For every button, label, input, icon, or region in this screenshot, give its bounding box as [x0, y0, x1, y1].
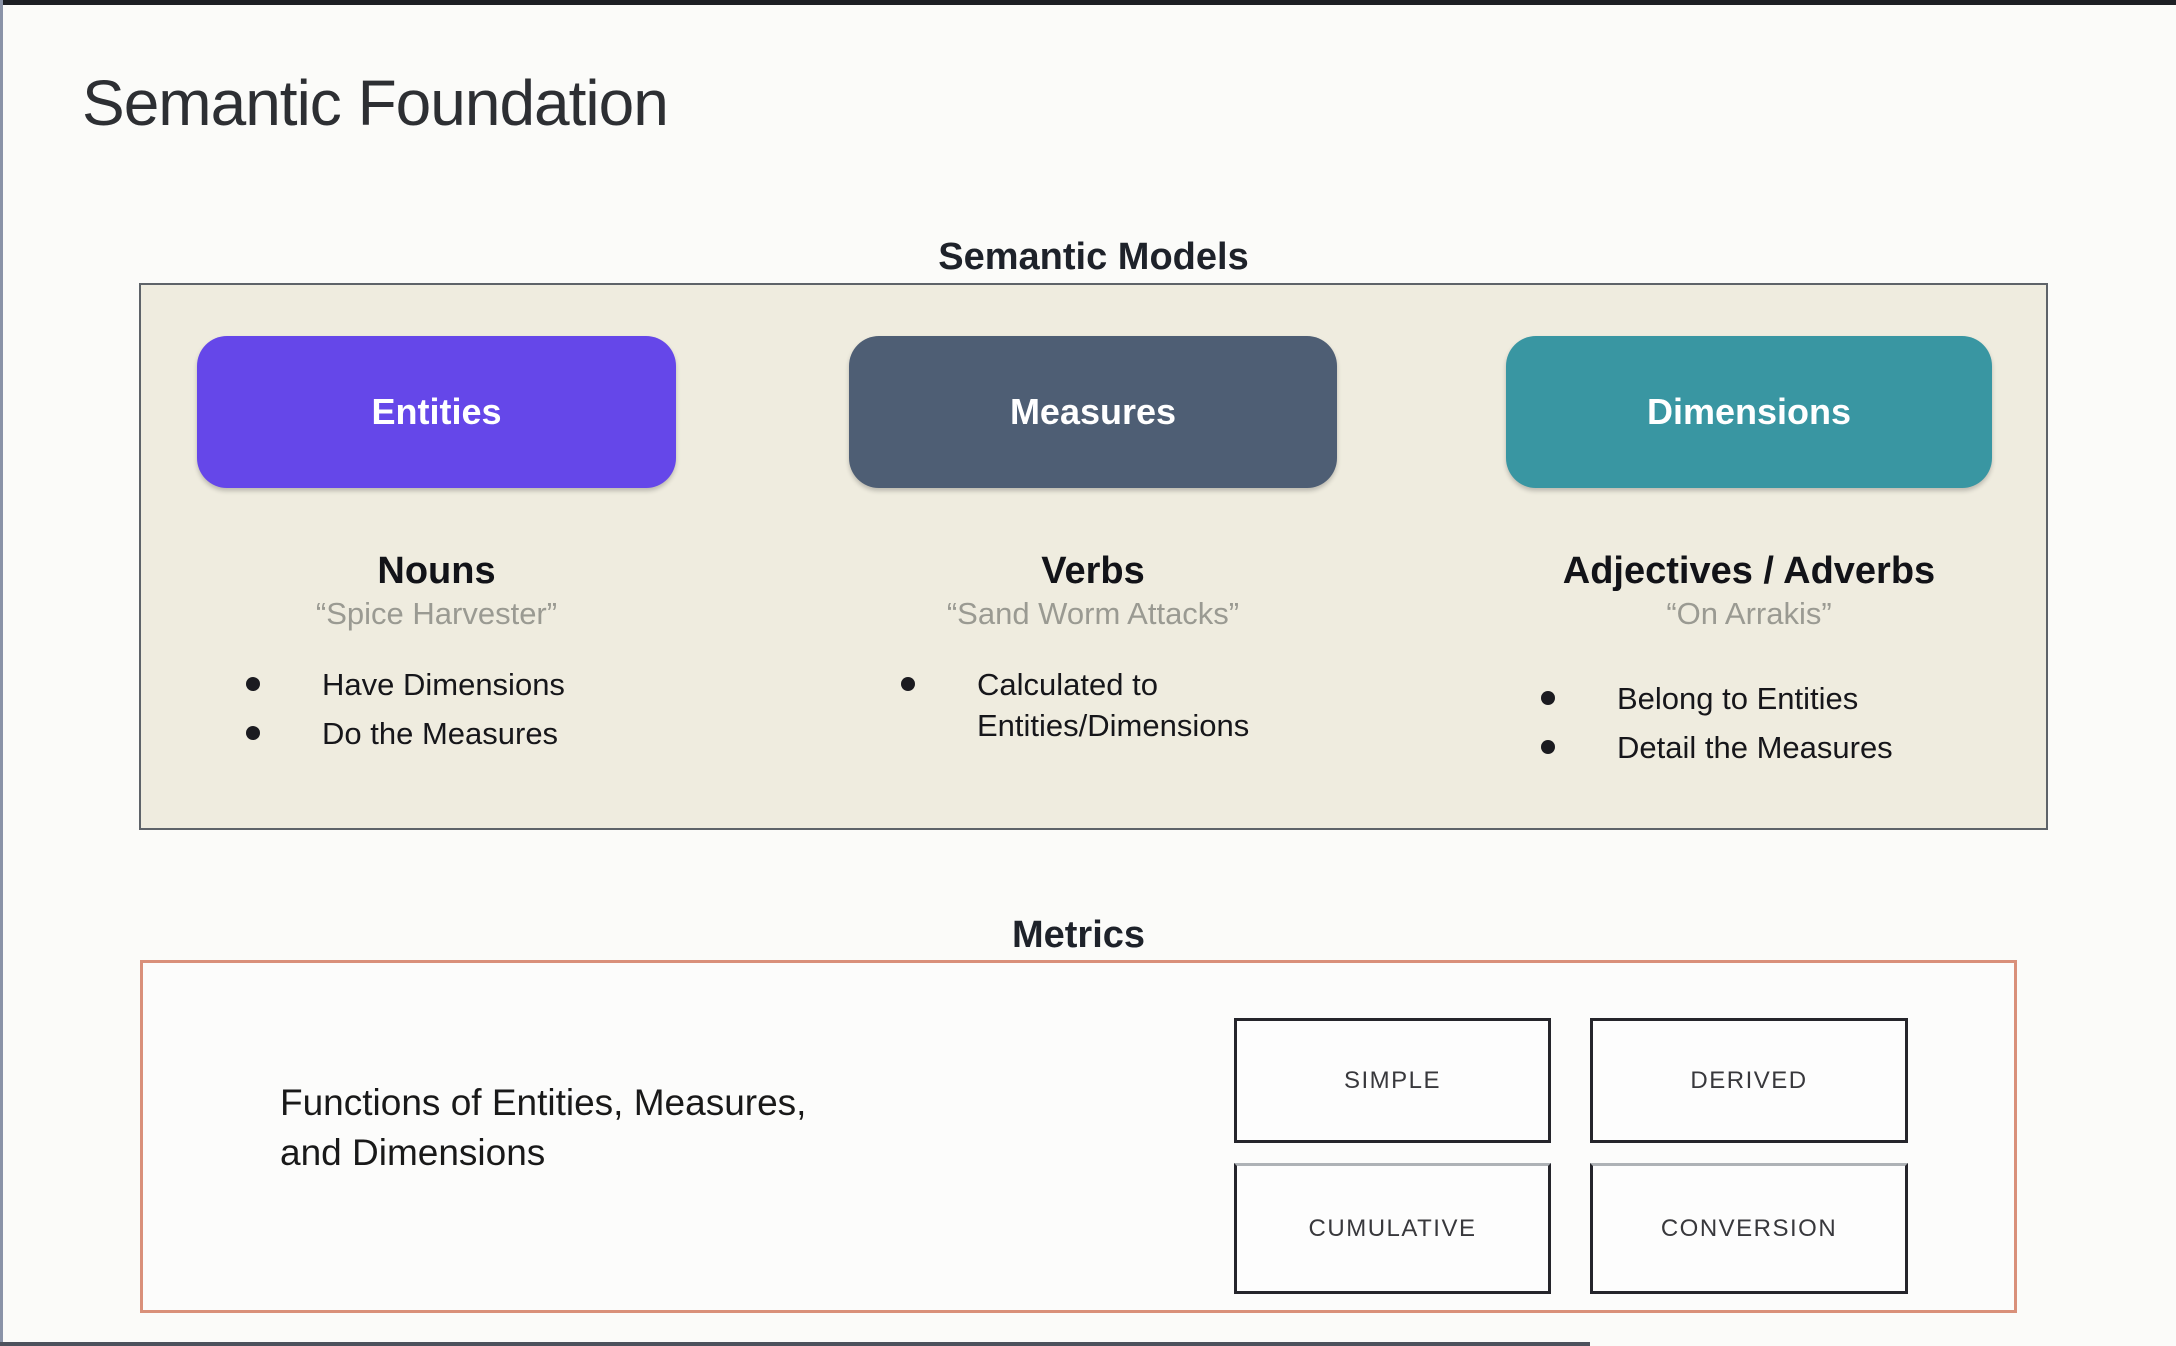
bullet-dot-icon — [246, 677, 260, 691]
dimensions-role: Adjectives / Adverbs — [1562, 550, 1936, 592]
entities-example: “Spice Harvester” — [315, 596, 558, 631]
left-edge-line — [0, 0, 3, 1346]
entities-role: Nouns — [377, 550, 496, 592]
dimensions-pill: Dimensions — [1506, 336, 1992, 488]
bullet-text: Belong to Entities — [1617, 681, 1859, 716]
bullet-item: Do the Measures — [246, 713, 565, 754]
metrics-heading: Metrics — [1011, 914, 1146, 956]
entities-bullet-list: Have Dimensions Do the Measures — [246, 664, 565, 754]
bottom-edge-bar — [0, 1342, 1590, 1346]
bullet-item: Calculated to Entities/Dimensions — [901, 664, 1277, 746]
measures-role-block: Verbs “Sand Worm Attacks” — [849, 548, 1337, 634]
dimensions-pill-label: Dimensions — [1646, 391, 1852, 432]
metric-type-cumulative: CUMULATIVE — [1234, 1163, 1551, 1294]
measures-pill-label: Measures — [1009, 391, 1177, 432]
dimensions-example: “On Arrakis” — [1666, 596, 1832, 631]
bullet-text: Detail the Measures — [1617, 730, 1893, 765]
metrics-description-line1: Functions of Entities, Measures, — [280, 1082, 807, 1123]
bullet-dot-icon — [901, 677, 915, 691]
metrics-description-line2: and Dimensions — [280, 1132, 546, 1173]
page-title: Semantic Foundation — [82, 67, 669, 139]
bullet-item: Detail the Measures — [1541, 727, 1893, 768]
measures-example: “Sand Worm Attacks” — [946, 596, 1240, 631]
measures-bullet-list: Calculated to Entities/Dimensions — [901, 664, 1277, 746]
bullet-text: Do the Measures — [322, 716, 559, 751]
metric-type-simple: SIMPLE — [1234, 1018, 1551, 1143]
entities-role-block: Nouns “Spice Harvester” — [197, 548, 676, 634]
entities-pill-label: Entities — [371, 391, 502, 432]
dimensions-role-block: Adjectives / Adverbs “On Arrakis” — [1466, 548, 2032, 634]
metric-type-derived-label: DERIVED — [1690, 1066, 1808, 1094]
entities-pill: Entities — [197, 336, 676, 488]
dimensions-bullet-list: Belong to Entities Detail the Measures — [1541, 678, 1893, 768]
bullet-item: Have Dimensions — [246, 664, 565, 705]
metric-type-conversion: CONVERSION — [1590, 1163, 1908, 1294]
bullet-text: Have Dimensions — [322, 667, 565, 702]
metric-type-conversion-label: CONVERSION — [1660, 1214, 1838, 1242]
bullet-item: Belong to Entities — [1541, 678, 1893, 719]
measures-pill: Measures — [849, 336, 1337, 488]
bullet-dot-icon — [1541, 740, 1555, 754]
bullet-dot-icon — [1541, 691, 1555, 705]
metrics-description: Functions of Entities, Measures, and Dim… — [280, 1078, 960, 1178]
semantic-models-heading: Semantic Models — [938, 236, 1249, 278]
bullet-dot-icon — [246, 726, 260, 740]
metric-type-simple-label: SIMPLE — [1343, 1066, 1442, 1094]
top-edge-bar — [0, 0, 2176, 5]
metric-type-derived: DERIVED — [1590, 1018, 1908, 1143]
metric-type-cumulative-label: CUMULATIVE — [1308, 1214, 1477, 1242]
bullet-text: Calculated to Entities/Dimensions — [977, 667, 1250, 743]
measures-role: Verbs — [1041, 550, 1145, 592]
